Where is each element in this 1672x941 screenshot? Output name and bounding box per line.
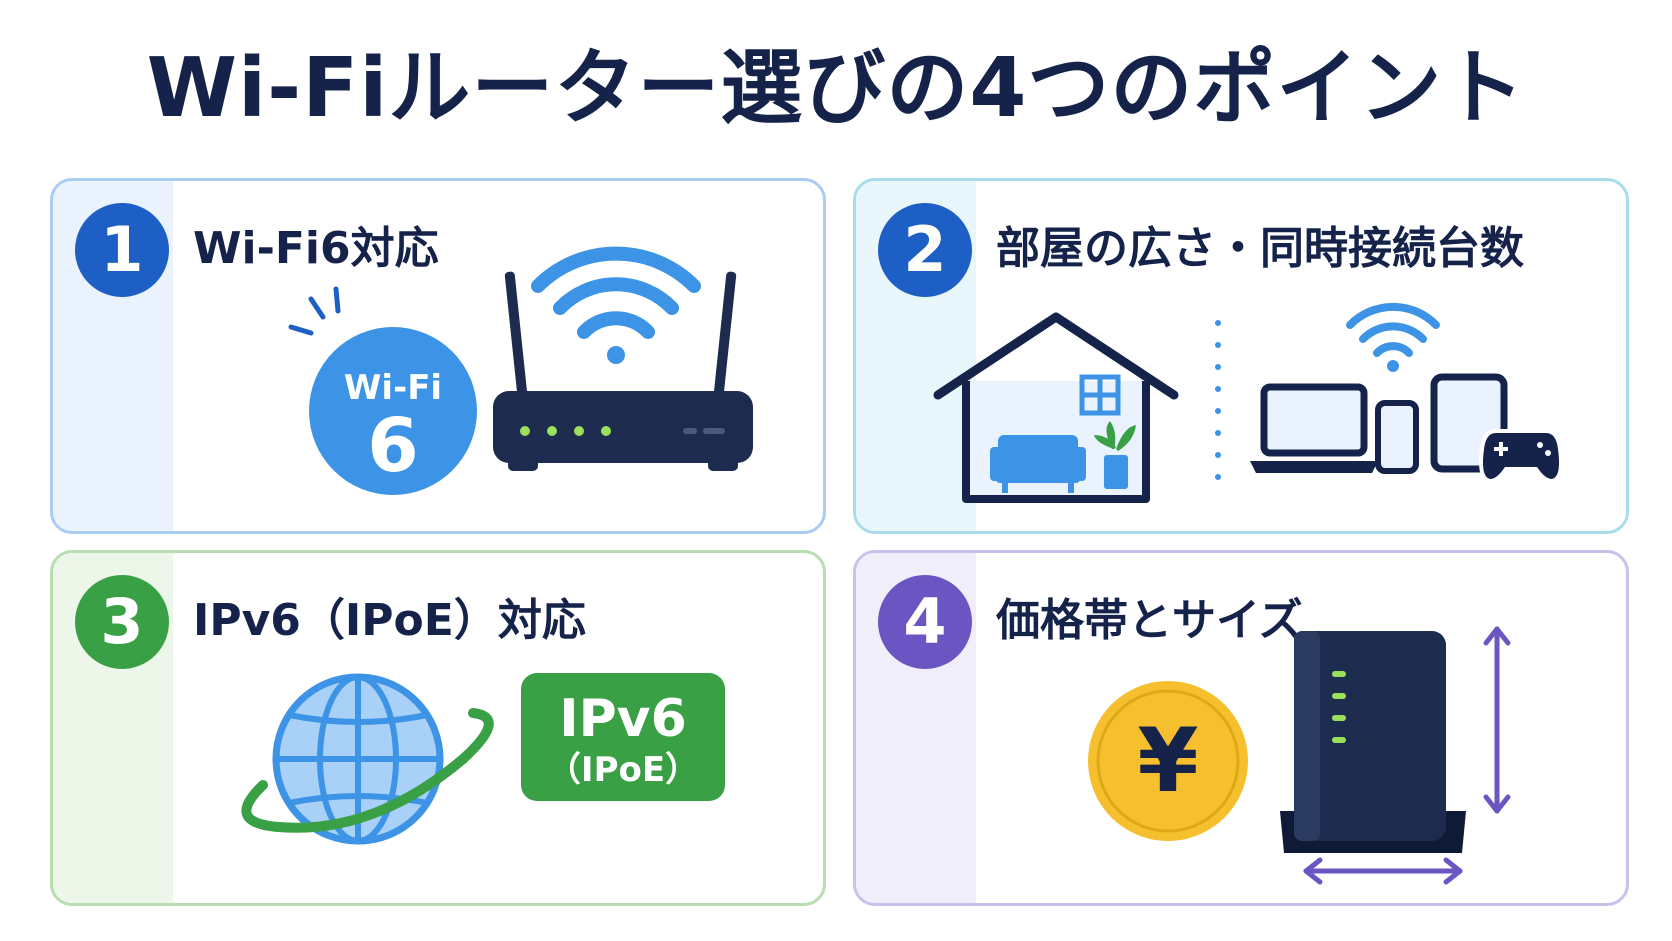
point-number-badge: 3 (75, 575, 169, 669)
point-card-room-devices: 2 部屋の広さ・同時接続台数 (853, 178, 1629, 534)
sparkle-lines-icon (288, 286, 341, 336)
wifi6-badge-icon: Wi-Fi 6 (309, 327, 477, 495)
point-number-badge: 4 (878, 575, 972, 669)
page-title: Wi-Fiルーター選びの4つのポイント (146, 41, 1526, 136)
ipv6-illustration: IPv6 （IPoE） (241, 673, 725, 845)
point-card-ipv6: 3 IPv6（IPoE）対応 IPv6 （IPoE） (50, 550, 826, 906)
wifi6-illustration: Wi-Fi 6 (288, 246, 753, 495)
tower-router-icon (1280, 631, 1466, 853)
divider-dots (1215, 320, 1221, 480)
point-number-badge: 2 (878, 203, 972, 297)
ipoe-tag-label: （IPoE） (547, 750, 699, 790)
sofa-icon (990, 435, 1086, 493)
point-title: Wi-Fi6対応 (193, 223, 439, 274)
laptop-icon (1250, 383, 1378, 473)
gamepad-icon (1479, 429, 1563, 484)
ipv6-tag-label: IPv6 (559, 689, 687, 749)
router-icon (493, 271, 753, 471)
price-size-illustration: ¥ (1088, 626, 1511, 885)
size-arrow-icon (1303, 626, 1511, 885)
wifi6-badge-label: Wi-Fi (344, 368, 442, 408)
wifi6-badge-number: 6 (367, 403, 419, 489)
plant-icon (1094, 421, 1136, 489)
point-title: 部屋の広さ・同時接続台数 (996, 223, 1524, 274)
ipv6-tag-icon: IPv6 （IPoE） (521, 673, 725, 801)
point-card-price-size: 4 価格帯とサイズ ¥ (853, 550, 1629, 906)
room-devices-illustration (933, 302, 1563, 503)
point-card-wifi6: 1 Wi-Fi6対応 Wi-Fi 6 (50, 178, 826, 534)
globe-icon (241, 673, 494, 845)
point-title: 価格帯とサイズ (996, 595, 1303, 646)
window-icon (1079, 374, 1121, 416)
yen-symbol: ¥ (1137, 709, 1198, 812)
yen-coin-icon: ¥ (1088, 681, 1248, 841)
wifi-icon (1346, 302, 1440, 372)
point-number-badge: 1 (75, 203, 169, 297)
point-title: IPv6（IPoE）対応 (193, 595, 586, 646)
house-icon (933, 312, 1179, 503)
wifi-icon (531, 246, 701, 364)
smartphone-icon (1375, 400, 1419, 474)
